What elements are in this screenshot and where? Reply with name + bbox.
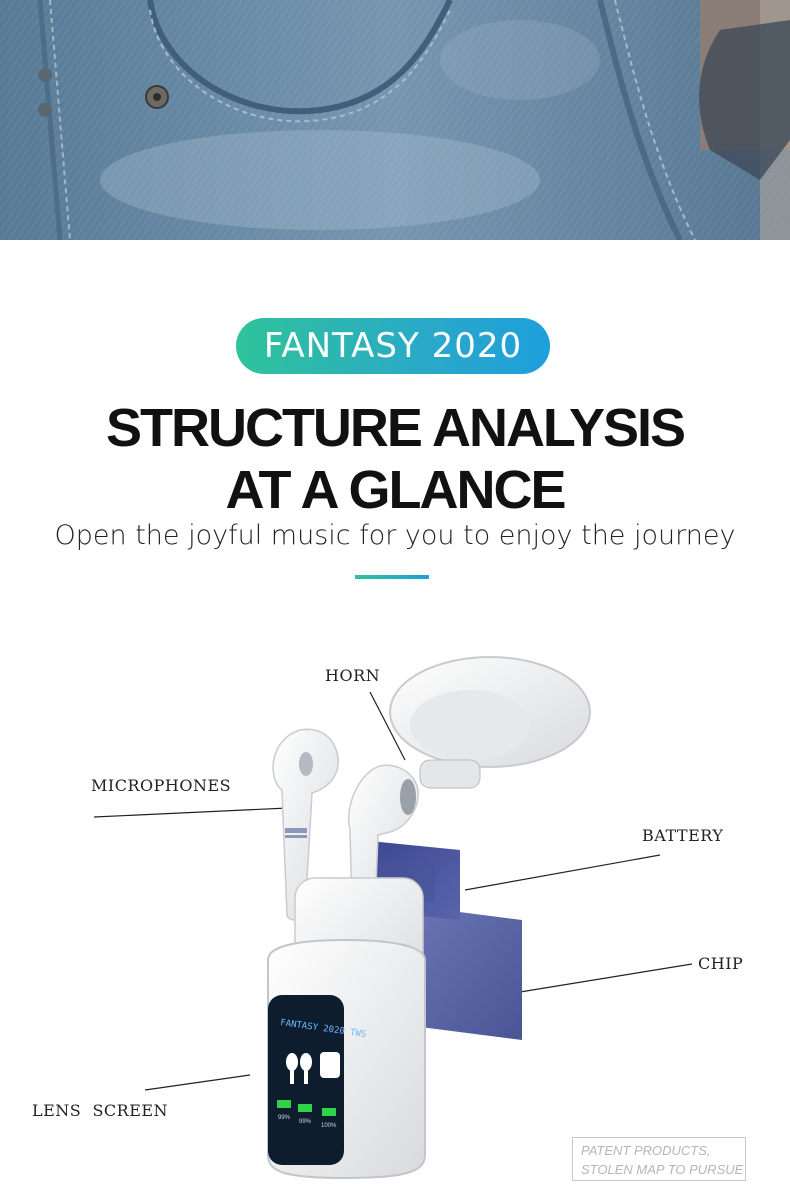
denim-pocket-illustration — [0, 0, 790, 240]
patent-notice: PATENT PRODUCTS, STOLEN MAP TO PURSUE — [572, 1137, 746, 1181]
lens-screen-leader-line — [144, 1074, 251, 1091]
subtitle: Open the joyful music for you to enjoy t… — [54, 520, 736, 551]
label-microphones: MICROPHONES — [91, 776, 232, 795]
patent-line-1: PATENT PRODUCTS, — [581, 1143, 711, 1158]
screen-case-percent: 100% — [321, 1123, 337, 1129]
headline-line-2: AT A GLANCE — [225, 460, 567, 520]
label-battery: BATTERY — [642, 826, 724, 845]
chip-leader-line — [519, 963, 693, 993]
label-lens-screen: LENS SCREEN — [32, 1101, 169, 1120]
microphones-leader-line — [93, 807, 289, 818]
screen-left-percent: 99% — [278, 1115, 291, 1121]
patent-line-2: STOLEN MAP TO PURSUE — [581, 1162, 744, 1177]
label-horn: HORN — [325, 666, 381, 685]
screen-right-percent: 99% — [299, 1119, 312, 1125]
label-chip: CHIP — [698, 954, 744, 973]
fantasy-badge: FANTASY 2020 — [236, 318, 550, 374]
title-divider — [355, 575, 429, 579]
battery-leader-line — [464, 854, 661, 891]
chip-plate — [405, 905, 522, 1040]
horn-leader-line — [369, 691, 406, 761]
headline-line-1: STRUCTURE ANALYSIS — [105, 398, 686, 458]
earbuds-exploded-illustration: FANTASY 2020 TWS 99% 99% 100% — [93, 656, 693, 1180]
hero-denim-photo — [0, 0, 790, 240]
